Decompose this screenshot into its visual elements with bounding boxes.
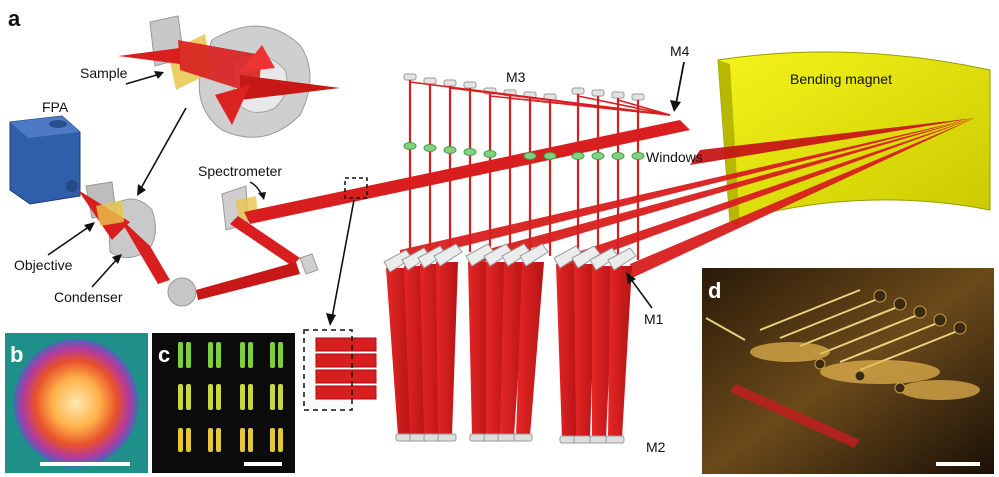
m1-arrow bbox=[629, 277, 653, 309]
beam-fan bbox=[400, 118, 975, 278]
windows-label: Windows bbox=[646, 149, 703, 165]
objective-arrow bbox=[47, 225, 91, 256]
m2-mirror-row bbox=[395, 433, 625, 444]
sample-optics bbox=[118, 15, 340, 138]
panel-b-scale-bar bbox=[40, 462, 130, 466]
panel-c-image bbox=[152, 333, 295, 473]
zoom-box-small bbox=[344, 177, 368, 199]
panel-b-label: b bbox=[10, 342, 23, 367]
bending-magnet-label: Bending magnet bbox=[790, 71, 892, 87]
m3-label: M3 bbox=[506, 69, 526, 85]
panel-d-photo bbox=[702, 268, 994, 474]
panel-c-scale-bar bbox=[244, 462, 282, 466]
fpa-label: FPA bbox=[42, 99, 69, 115]
panel-c-label: c bbox=[158, 342, 170, 367]
m1-m2-beams bbox=[386, 262, 632, 438]
condenser-assembly bbox=[78, 181, 197, 307]
panel-d-scale-bar bbox=[936, 462, 980, 466]
condenser-mirror bbox=[167, 277, 197, 307]
main-beam bbox=[244, 120, 690, 224]
fpa-detector bbox=[9, 115, 81, 205]
m3-mirror-row bbox=[403, 73, 671, 260]
m4-arrow bbox=[675, 61, 685, 105]
m2-label: M2 bbox=[646, 439, 666, 455]
spectrometer-label: Spectrometer bbox=[198, 163, 282, 179]
condenser-arrow bbox=[91, 257, 119, 288]
m1-mirror-row bbox=[383, 243, 637, 273]
objective-label: Objective bbox=[14, 257, 73, 273]
m1-label: M1 bbox=[644, 311, 664, 327]
condenser-label: Condenser bbox=[54, 289, 123, 305]
panel-d-label: d bbox=[708, 278, 721, 303]
panel-b-image bbox=[5, 333, 148, 473]
sample-arrow bbox=[125, 73, 161, 85]
m4-label: M4 bbox=[670, 43, 690, 59]
zoom-arrow-2 bbox=[331, 199, 355, 319]
zoom-arrow-1 bbox=[139, 107, 187, 191]
windows-row bbox=[403, 142, 645, 160]
panel-a-label: a bbox=[8, 6, 21, 31]
beam-bundle-detail bbox=[303, 329, 377, 411]
sample-label: Sample bbox=[80, 65, 128, 81]
